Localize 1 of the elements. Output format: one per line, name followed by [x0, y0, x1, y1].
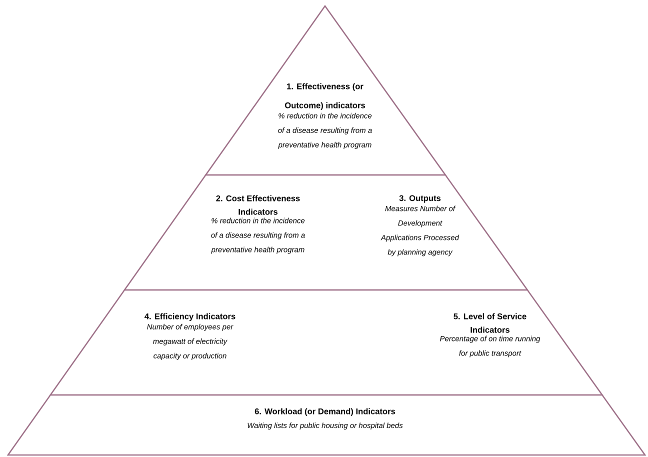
node-label: 6. Workload (or Demand) Indicators	[254, 408, 396, 416]
